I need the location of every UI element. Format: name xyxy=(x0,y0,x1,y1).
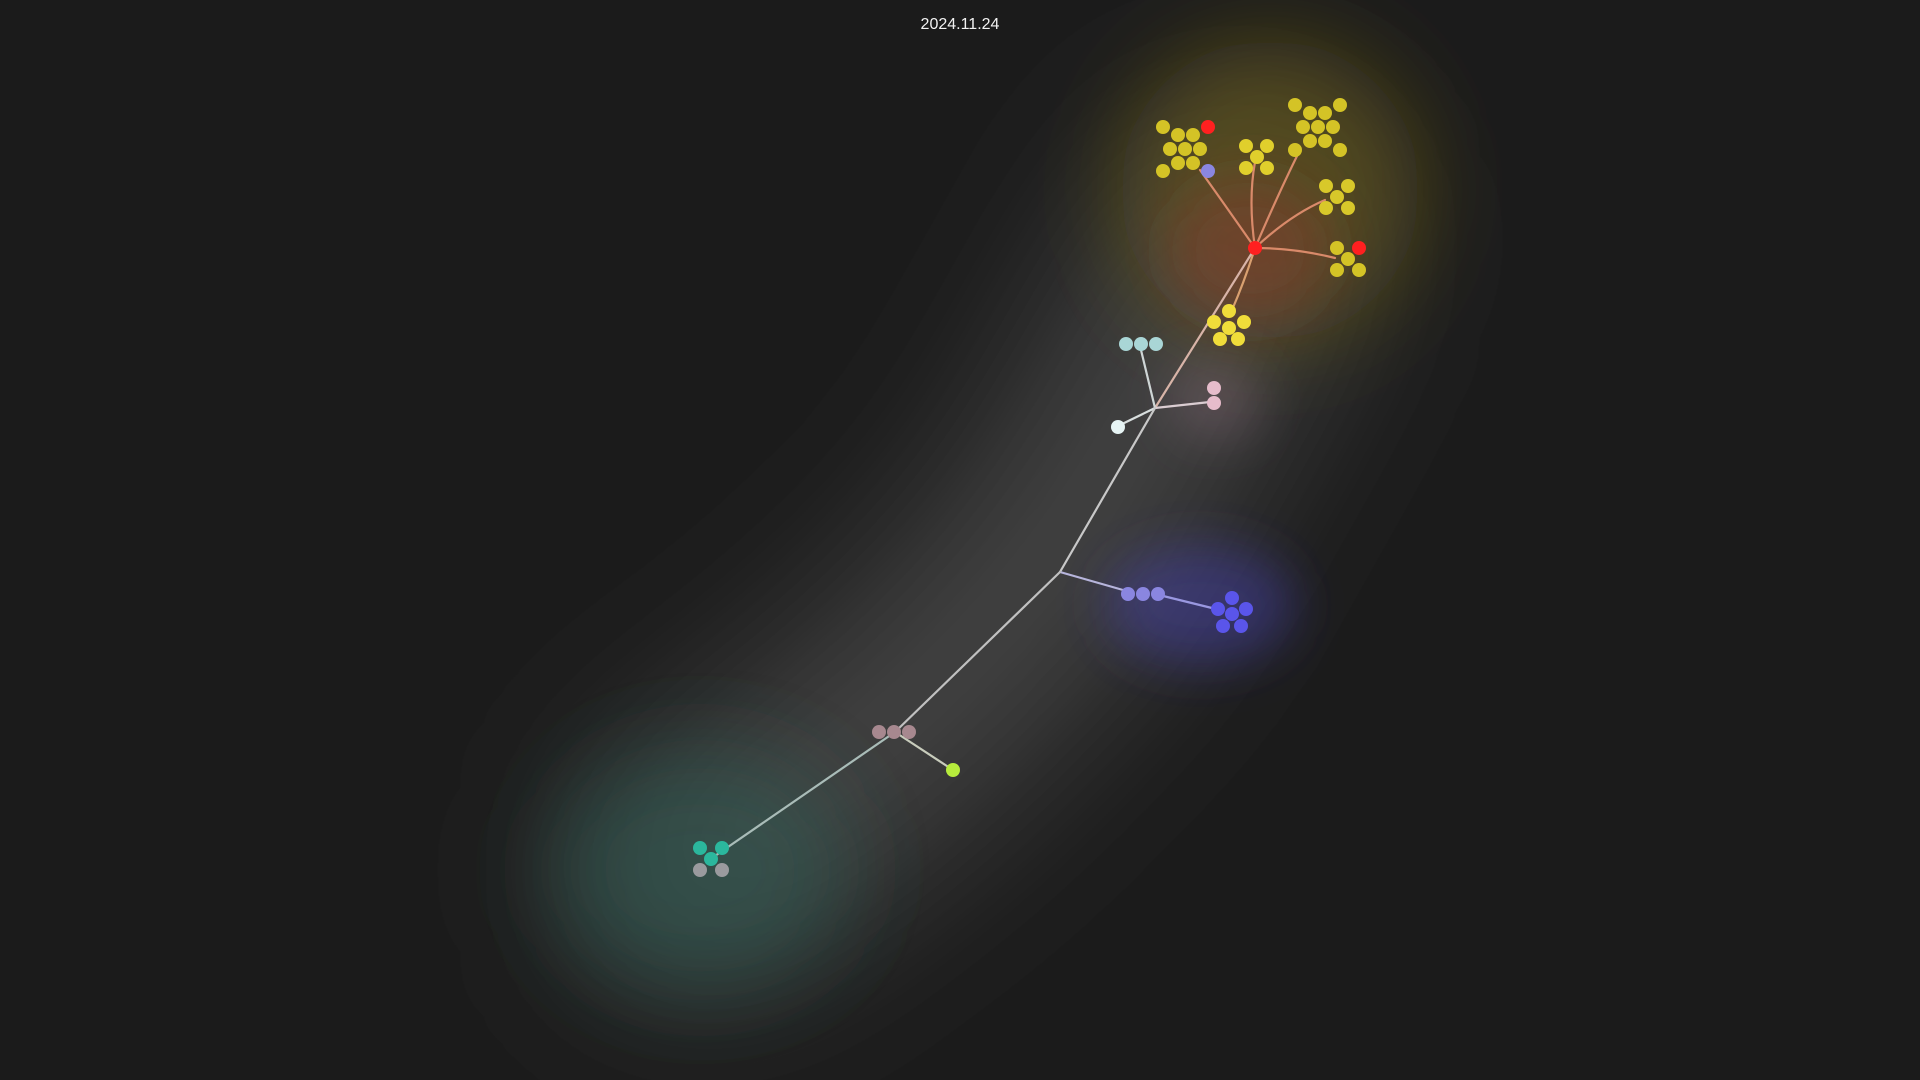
node-cluster-yellow-c xyxy=(1288,98,1347,157)
edge-trunk-upper xyxy=(1058,406,1157,574)
edge-yellow-cluster-d xyxy=(1253,198,1327,250)
edge-to-lime xyxy=(893,730,955,772)
node-cluster-pink xyxy=(1207,381,1221,410)
node-cluster-blue xyxy=(1211,591,1253,633)
node-cluster-mauve xyxy=(872,725,916,739)
node-cluster-bright-yellow xyxy=(1207,304,1251,346)
edge-yellow-cluster-b xyxy=(1250,160,1257,250)
node-cluster-yellow-a xyxy=(1156,120,1215,178)
node-cluster-periwinkle xyxy=(1121,587,1165,601)
edge-to-periwinkle xyxy=(1058,570,1132,594)
node-cluster-teal xyxy=(693,841,729,877)
nodes xyxy=(693,98,1366,877)
edge-hub-to-red xyxy=(1153,246,1257,410)
background-halos xyxy=(550,40,1420,990)
edge-hub-to-pink xyxy=(1153,400,1212,410)
node-cluster-yellow-d xyxy=(1319,179,1355,215)
node-lime xyxy=(946,763,960,777)
edges xyxy=(710,148,1337,860)
node-cluster-light-cyan xyxy=(1119,337,1163,351)
node-white-cyan xyxy=(1111,420,1125,434)
edge-hub-to-cyan xyxy=(1139,348,1157,410)
node-cluster-yellow-e xyxy=(1330,241,1366,277)
edge-yellow-cluster-e xyxy=(1253,246,1337,260)
node-cluster-yellow-b xyxy=(1239,139,1274,175)
edge-trunk-lower xyxy=(893,570,1062,734)
edge-hub-to-white xyxy=(1116,406,1157,428)
node-red-hub xyxy=(1248,241,1262,255)
edge-yellow-cluster-c xyxy=(1253,148,1302,250)
edge-to-blue xyxy=(1153,592,1222,612)
edge-to-teal xyxy=(710,730,897,860)
date-label: 2024.11.24 xyxy=(920,16,1000,33)
